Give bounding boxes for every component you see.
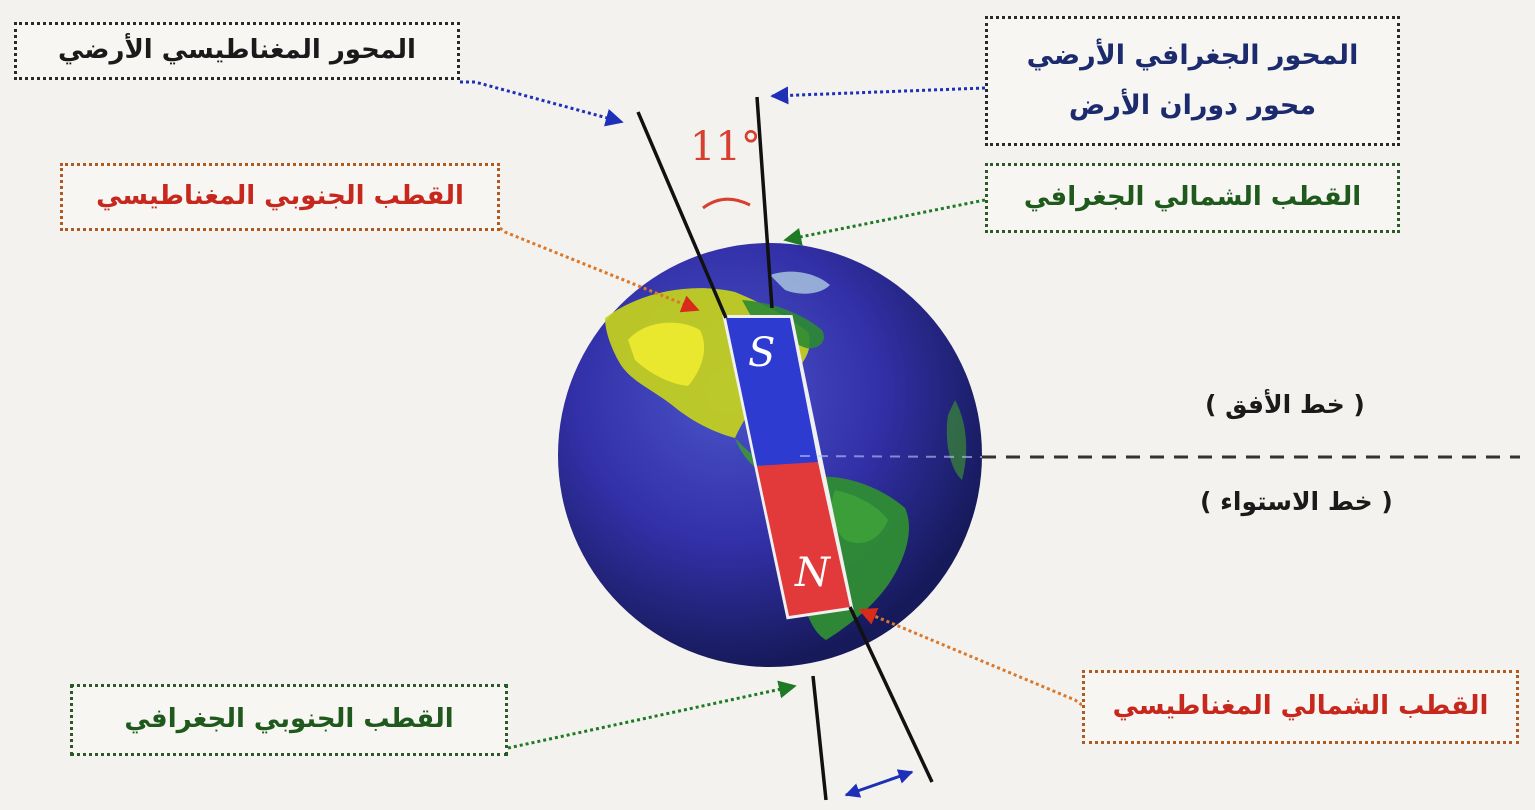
label-south-geographic-pole-text: القطب الجنوبي الجغرافي xyxy=(73,687,505,751)
label-geographic-axis-line1: المحور الجغرافي الأرضي xyxy=(988,31,1397,81)
north-magnetic-pole-arrow xyxy=(860,610,1082,705)
label-south-geographic-pole: القطب الجنوبي الجغرافي xyxy=(70,684,508,756)
label-north-magnetic-pole-text: القطب الشمالي المغناطيسي xyxy=(1085,673,1516,739)
angle-double-arrow xyxy=(846,772,912,795)
label-north-magnetic-pole: القطب الشمالي المغناطيسي xyxy=(1082,670,1519,744)
south-geographic-pole-arrow xyxy=(508,686,795,748)
label-south-magnetic-pole: القطب الجنوبي المغناطيسي xyxy=(60,163,500,231)
angle-arc xyxy=(703,199,750,208)
label-geographic-axis: المحور الجغرافي الأرضي محور دوران الأرض xyxy=(985,16,1400,146)
label-equator-line: ( خط الاستواء ) xyxy=(1200,487,1393,516)
label-geographic-axis-line2: محور دوران الأرض xyxy=(988,81,1397,131)
magnetic-axis-arrow xyxy=(460,82,622,122)
label-north-geographic-pole-text: القطب الشمالي الجغرافي xyxy=(988,166,1397,228)
geographic-axis-line-bottom xyxy=(813,676,826,800)
north-geographic-pole-arrow xyxy=(785,200,985,240)
angle-label: 11° xyxy=(690,124,761,170)
magnetic-axis-line-bottom xyxy=(850,607,932,782)
label-magnetic-axis-text: المحور المغناطيسي الأرضي xyxy=(17,25,457,75)
label-horizon-line: ( خط الأفق ) xyxy=(1205,390,1365,419)
geographic-axis-arrow xyxy=(772,88,985,96)
label-north-geographic-pole: القطب الشمالي الجغرافي xyxy=(985,163,1400,233)
label-south-magnetic-pole-text: القطب الجنوبي المغناطيسي xyxy=(63,166,497,226)
label-magnetic-axis: المحور المغناطيسي الأرضي xyxy=(14,22,460,80)
